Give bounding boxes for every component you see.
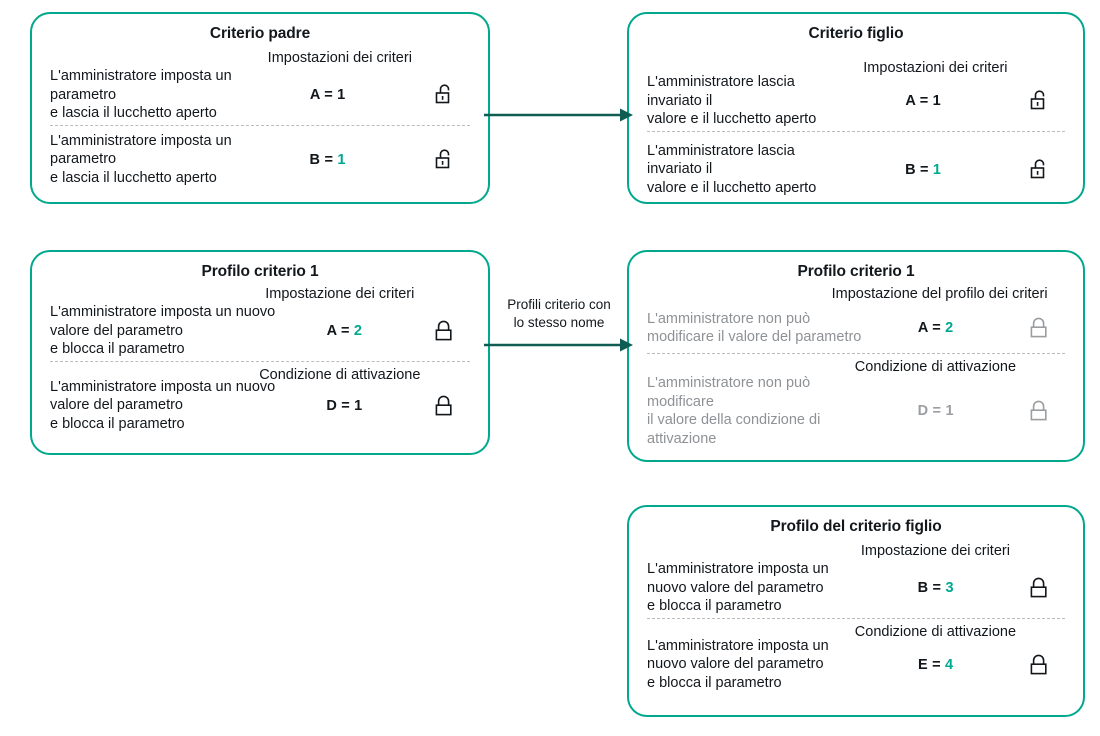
lock-closed-icon [1013,576,1065,600]
row-number: 1 [354,397,363,414]
card-profilo-criterio-1-right: Profilo criterio 1 Impostazione del prof… [627,250,1085,462]
lock-open-icon [1013,158,1065,182]
section-heading: Impostazioni dei criteri [267,50,412,66]
section-heading: Condizione di attivazione [854,359,1017,376]
arrow-middle: Profili criterio con lo stesso nome [484,296,634,356]
row-description: L'amministratore imposta un parametro e … [50,68,232,122]
card-section: Impostazione dei criteri L'amministrator… [32,285,488,359]
row-key: E = [918,656,941,673]
card-profilo-criterio-1-left: Profilo criterio 1 Impostazione dei crit… [30,250,490,455]
row-description: L'amministratore imposta un nuovo valore… [50,304,276,358]
row-key: D = [917,403,942,420]
lock-open-icon [418,148,470,172]
card-title: Profilo criterio 1 [797,263,915,280]
row-description: L'amministratore lascia invariato il val… [647,142,817,196]
policy-row: L'amministratore non può modificare il v… [647,374,1065,448]
row-description: L'amministratore non può modificare il v… [647,375,821,447]
row-value: A = 1 [839,93,1013,109]
row-key: B = [309,151,334,168]
row-number: 1 [337,86,346,103]
row-value: B = 1 [839,162,1013,178]
section-divider [647,130,1065,132]
row-description: L'amministratore imposta un nuovo valore… [50,378,276,432]
row-number: 4 [945,656,954,673]
section-heading: Impostazione del profilo dei criteri [831,286,1048,302]
row-key: B = [905,161,929,178]
lock-closed-icon [1013,653,1065,677]
policy-row: L'amministratore non può modificare il v… [647,305,1065,351]
policy-row: L'amministratore imposta un nuovo valore… [50,378,470,434]
row-number: 1 [337,151,346,168]
policy-row: L'amministratore imposta un parametro e … [50,67,470,123]
lock-open-icon [1013,89,1065,113]
lock-closed-icon [1013,399,1065,423]
card-section: Impostazioni dei criteri L'amministrator… [32,49,488,123]
policy-row: L'amministratore imposta un nuovo valore… [647,637,1065,693]
row-description: L'amministratore imposta un parametro e … [50,132,232,186]
card-section: Impostazioni dei criteri L'amministrator… [629,59,1083,129]
section-divider [647,353,1065,355]
card-section: L'amministratore imposta un parametro e … [32,132,488,188]
row-key: A = [917,320,941,337]
card-criterio-padre: Criterio padre Impostazioni dei criteri … [30,12,490,204]
card-title: Criterio padre [209,25,311,42]
card-title: Profilo criterio 1 [201,263,319,280]
row-number: 1 [932,161,942,178]
row-description: L'amministratore lascia invariato il val… [647,74,817,128]
row-number: 2 [945,320,954,337]
card-title: Profilo del criterio figlio [770,518,942,535]
card-section: Condizione di attivazione L'amministrato… [629,358,1083,448]
row-description: L'amministratore imposta un nuovo valore… [647,637,829,691]
row-key: B = [917,579,942,596]
lock-closed-icon [418,319,470,343]
row-value: A = 2 [864,320,1013,336]
row-value: D = 1 [277,398,418,414]
row-value: B = 3 [864,580,1013,596]
policy-row: L'amministratore imposta un nuovo valore… [647,560,1065,616]
arrow-top [484,100,634,130]
row-value: D = 1 [864,403,1013,419]
lock-open-icon [418,83,470,107]
policy-row: L'amministratore imposta un nuovo valore… [50,303,470,359]
row-number: 2 [353,322,363,339]
lock-closed-icon [1013,316,1065,340]
row-value: A = 2 [277,323,418,339]
section-divider [50,360,470,362]
section-divider [647,617,1065,619]
policy-row: L'amministratore lascia invariato il val… [647,73,1065,129]
row-key: D = [326,397,350,414]
card-criterio-figlio: Criterio figlio Impostazioni dei criteri… [627,12,1085,204]
card-profilo-criterio-figlio: Profilo del criterio figlio Impostazione… [627,505,1085,717]
lock-closed-icon [418,394,470,418]
arrow-label: Profili criterio con lo stesso nome [507,297,611,330]
section-heading: Impostazione dei criteri [860,543,1010,559]
row-description: L'amministratore imposta un nuovo valore… [647,561,829,615]
row-number: 3 [945,579,954,596]
row-number: 1 [945,403,954,420]
card-section: Impostazione dei criteri L'amministrator… [629,542,1083,616]
card-section: Condizione di attivazione L'amministrato… [32,366,488,434]
section-divider [50,124,470,126]
section-heading: Impostazione dei criteri [265,286,415,302]
row-key: A = [326,322,350,339]
row-value: A = 1 [243,87,418,103]
row-description: L'amministratore non può modificare il v… [647,310,862,346]
card-section: Impostazione del profilo dei criteri L'a… [629,285,1083,351]
row-number: 1 [932,92,941,109]
row-key: A = [309,86,333,103]
card-section: L'amministratore lascia invariato il val… [629,142,1083,198]
card-section: Condizione di attivazione L'amministrato… [629,623,1083,693]
section-heading: Condizione di attivazione [259,366,421,383]
policy-row: L'amministratore lascia invariato il val… [647,142,1065,198]
section-heading: Condizione di attivazione [854,623,1017,640]
policy-row: L'amministratore imposta un parametro e … [50,132,470,188]
row-key: A = [905,92,929,109]
card-title: Criterio figlio [808,25,904,42]
section-heading: Impostazioni dei criteri [863,60,1008,76]
row-value: B = 1 [243,152,418,168]
row-value: E = 4 [864,657,1013,673]
